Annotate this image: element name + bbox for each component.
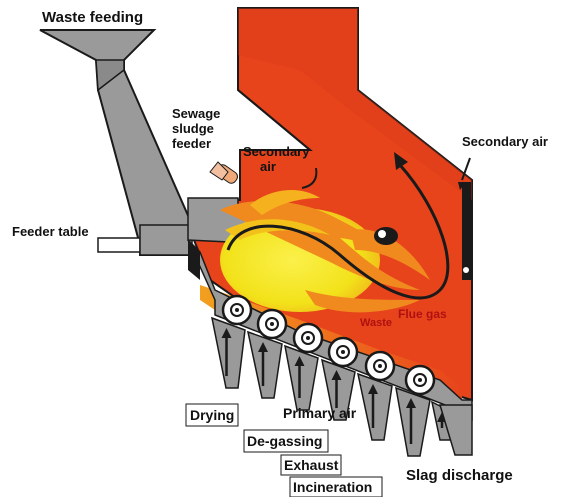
label-de-gassing: De-gassing: [247, 433, 322, 449]
label-waste-feeding: Waste feeding: [42, 9, 143, 26]
air-hopper: [285, 346, 318, 410]
label-sewage-2: sludge: [172, 121, 214, 136]
grate-roller: [406, 366, 434, 394]
label-primary-air: Primary air: [283, 405, 357, 421]
grate-roller: [329, 338, 357, 366]
label-drying-box: Drying: [186, 404, 238, 426]
label-exhaust: Exhaust: [284, 457, 339, 473]
label-waste: Waste: [360, 317, 392, 329]
right-wall-strip: [462, 182, 471, 280]
label-slag-discharge: Slag discharge: [406, 467, 513, 484]
label-sewage-1: Sewage: [172, 106, 220, 121]
grate-roller: [223, 296, 251, 324]
secondary-air-nozzle-right: [463, 267, 469, 273]
label-incineration: Incineration: [293, 479, 372, 495]
sewage-sludge-nozzle: [210, 162, 239, 185]
label-incineration-box: Incineration: [290, 477, 382, 497]
grate-roller: [294, 324, 322, 352]
air-hopper: [358, 374, 392, 440]
air-hopper: [212, 318, 245, 388]
label-feeder-table: Feeder table: [12, 224, 89, 239]
air-hopper: [396, 388, 430, 456]
label-sewage-3: feeder: [172, 136, 211, 151]
feeder-table: [98, 225, 192, 255]
grate-roller: [258, 310, 286, 338]
label-secondary-air-right: Secondary air: [462, 134, 548, 149]
label-exhaust-box: Exhaust: [281, 455, 341, 475]
label-de-gassing-box: De-gassing: [244, 430, 328, 452]
air-hopper: [248, 332, 282, 398]
label-drying: Drying: [190, 407, 234, 423]
label-flue-gas: Flue gas: [398, 307, 447, 321]
waste-feed-chute: [40, 30, 190, 255]
flame-core: [374, 227, 398, 245]
label-secondary-air-left-2: air: [260, 159, 276, 174]
label-secondary-air-left-1: Secondary: [243, 144, 310, 159]
grate-roller: [366, 352, 394, 380]
